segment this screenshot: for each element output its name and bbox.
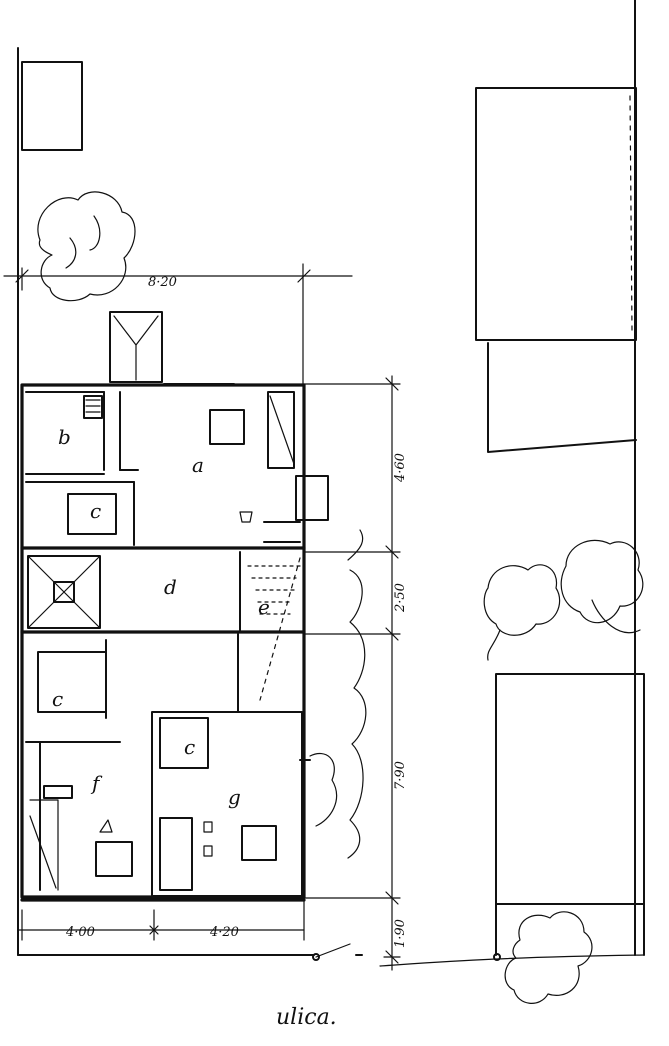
tree-top-left — [37, 191, 136, 302]
room-label-c-middle: c — [52, 687, 63, 711]
room-label-c-lower: c — [184, 735, 195, 759]
dimension-label-depth-a: 4·60 — [393, 453, 408, 483]
garden-hedge — [309, 529, 367, 859]
room-label-e: e — [258, 595, 270, 619]
room-label-b: b — [58, 425, 71, 449]
room-label-f: f — [90, 771, 103, 795]
room-label-a: a — [192, 453, 204, 477]
upper-block-partitions — [25, 383, 329, 546]
house-walls — [20, 383, 306, 902]
room-label-d: d — [164, 575, 177, 599]
outbuilding-left — [21, 61, 83, 151]
middle-block-partitions — [27, 551, 301, 701]
lower-block-partitions — [25, 633, 311, 897]
dimension-label-depth-d: 2·50 — [393, 583, 408, 613]
dimension-bottom — [17, 899, 305, 941]
room-label-c-upper: c — [90, 499, 101, 523]
dimension-label-depth-front: 1·90 — [393, 919, 408, 948]
dimension-top — [3, 263, 353, 385]
dimension-right — [303, 375, 401, 971]
street-fence — [17, 943, 645, 967]
dimension-label-depth-f: 7·90 — [393, 761, 408, 790]
tree-bottom-right — [504, 911, 593, 1004]
porch — [109, 311, 163, 383]
tree-right — [483, 539, 644, 661]
room-label-g: g — [228, 785, 241, 809]
dimension-label-width-left: 4·00 — [65, 925, 95, 940]
neighbour-building-lower — [495, 673, 645, 905]
neighbour-building-upper — [475, 87, 637, 453]
property-boundaries — [17, 0, 636, 956]
street-label: ulica. — [276, 1005, 337, 1030]
dimension-label-width-right: 4·20 — [209, 925, 239, 940]
dimension-label-top-width: 8·20 — [148, 275, 177, 290]
